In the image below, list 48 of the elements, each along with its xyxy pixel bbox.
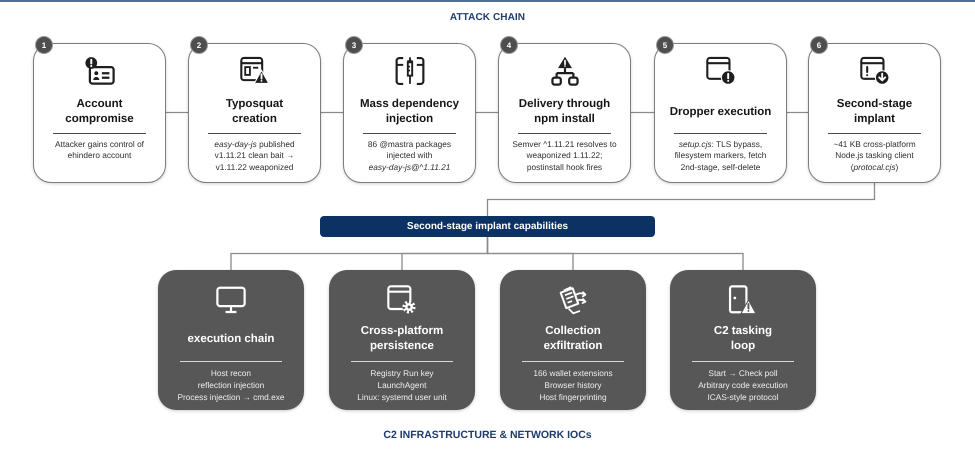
- capability-detail: 166 wallet extensions: [533, 367, 613, 379]
- capability-detail: ICAS-style protocol: [707, 391, 778, 403]
- step-description: Semver ^1.11.21 resolves to weaponized 1.11.22; postinstall hook fires: [511, 139, 618, 174]
- capability-detail: Host fingerprinting: [539, 391, 607, 403]
- capability-detail: Process injection → cmd.exe: [178, 391, 284, 403]
- capability-card: [329, 270, 475, 410]
- step-number-badge: 3: [345, 36, 363, 54]
- capability-title: C2 tasking loop: [712, 324, 774, 354]
- section-title: ATTACK CHAIN: [450, 12, 526, 23]
- section-banner: Second-stage implant capabilities: [320, 216, 655, 237]
- step-number-badge: 5: [656, 36, 674, 54]
- step-number-badge: 2: [190, 36, 208, 54]
- capability-detail: Arbitrary code execution: [698, 379, 788, 391]
- capability-detail: Linux: systemd user unit: [357, 391, 447, 403]
- connector-line: [486, 237, 744, 270]
- step-description: setup.cjs: TLS bypass, filesystem markers, fetch 2nd-stage, self-delete: [674, 139, 768, 174]
- step-description: easy-day-js published v1.11.21 clean bait → v1.11.22 weaponized: [213, 139, 296, 174]
- capability-detail: Browser history: [544, 379, 602, 391]
- step-number-badge: 1: [35, 36, 53, 54]
- connector-line: [321, 112, 343, 114]
- step-description: 86 @mastra packages injected with easy-day-js@^1.11.21: [366, 139, 452, 174]
- capability-detail: Registry Run key: [370, 367, 434, 379]
- section-heading: C2 INFRASTRUCTURE & NETWORK IOCs: [383, 429, 592, 441]
- capability-card: [500, 270, 646, 410]
- step-title: Dropper execution: [670, 104, 772, 120]
- step-number-badge: 6: [810, 36, 828, 54]
- capability-card: [670, 270, 816, 410]
- capability-card: [158, 270, 304, 410]
- step-title: Typosquat creation: [224, 97, 284, 127]
- connector-line: [476, 112, 498, 114]
- step-description: ~41 KB cross-platform Node.js tasking client (protocal.cjs): [832, 139, 917, 174]
- connector-line: [631, 112, 654, 114]
- capability-detail: LaunchAgent: [378, 379, 426, 391]
- step-title: Account compromise: [64, 97, 135, 127]
- step-title: Second-stage implant: [836, 97, 914, 127]
- capability-detail: Host recon: [210, 367, 252, 379]
- connector-line: [787, 112, 808, 114]
- capability-title: Cross-platform persistence: [360, 324, 444, 354]
- capability-title: Collection exfiltration: [542, 324, 604, 354]
- step-title: Mass dependency injection: [358, 97, 460, 127]
- capability-detail: Start → Check poll: [708, 367, 778, 379]
- step-title: Delivery through npm install: [518, 97, 612, 127]
- connector-line: [166, 112, 188, 114]
- connector-line: [486, 183, 876, 216]
- step-number-badge: 4: [500, 36, 518, 54]
- step-description: Attacker gains control of ehindero account: [54, 139, 145, 162]
- capability-detail: reflection injection: [198, 379, 264, 391]
- capability-title: execution chain: [188, 332, 274, 346]
